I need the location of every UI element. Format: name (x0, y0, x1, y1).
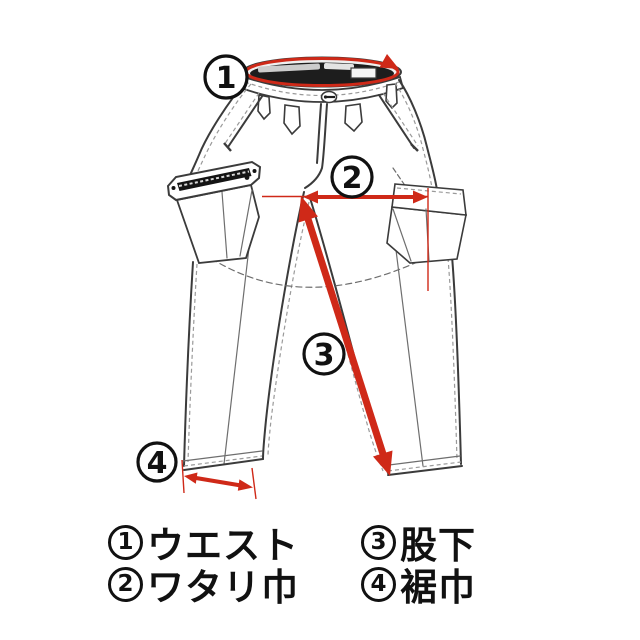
legend-row-1: 1 ウエスト 3 股下 (108, 521, 640, 567)
callout-1: 1 (203, 54, 249, 100)
construction-lines (202, 167, 431, 467)
legend-item-inseam: 3 股下 (361, 515, 476, 569)
legend-label-waist: ウエスト (147, 524, 299, 567)
legend-circle-1: 1 (108, 524, 143, 560)
zipper-pocket (166, 160, 262, 264)
callout-4-number: 4 (147, 446, 168, 481)
legend-label-hem-width: 裾巾 (400, 566, 476, 609)
legend-label-inseam: 股下 (400, 524, 476, 567)
callout-2: 2 (330, 155, 374, 199)
legend-item-hem-width: 4 裾巾 (361, 557, 476, 611)
pants-body-fill (173, 69, 462, 475)
hem-width-arrow (181, 459, 257, 500)
inseam-arrow (298, 196, 393, 476)
callout-3-number: 3 (314, 338, 335, 373)
legend-label-thigh-width: ワタリ巾 (147, 566, 299, 609)
legend-item-thigh-width: 2 ワタリ巾 (108, 557, 361, 611)
callout-4: 4 (136, 441, 178, 483)
front-pockets (223, 92, 419, 152)
thigh-width-arrow (262, 188, 429, 291)
legend-circle-2: 2 (108, 566, 143, 602)
legend-circle-4: 4 (361, 566, 396, 602)
cargo-pocket (386, 183, 467, 264)
measurement-legend: 1 ウエスト 3 股下 2 ワタリ巾 4 裾巾 (0, 521, 640, 609)
fly-and-button (304, 90, 338, 189)
waist-opening (242, 56, 402, 88)
outer-seams (183, 79, 462, 467)
hems (182, 450, 463, 476)
legend-item-waist: 1 ウエスト (108, 515, 361, 569)
callout-2-number: 2 (342, 161, 363, 196)
callout-1-number: 1 (216, 61, 237, 96)
belt-loops (257, 83, 398, 136)
legend-row-2: 2 ワタリ巾 4 裾巾 (108, 563, 640, 609)
pants-drawing (166, 56, 467, 476)
callout-3: 3 (302, 332, 346, 376)
legend-circle-3: 3 (361, 524, 396, 560)
